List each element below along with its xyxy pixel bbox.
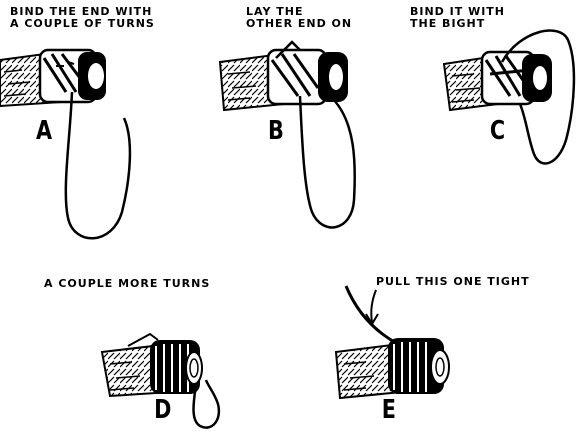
step-b-figure — [220, 42, 355, 227]
step-b-twine — [300, 96, 355, 227]
step-b-whipping — [268, 50, 348, 104]
step-d-whipping — [150, 340, 202, 394]
step-e-whipping — [388, 338, 449, 394]
step-a-figure — [0, 50, 130, 238]
step-a-twine — [66, 92, 130, 238]
step-d-figure — [102, 334, 219, 428]
step-c-whipping — [482, 52, 552, 104]
step-e-figure — [336, 286, 449, 398]
step-c-figure — [444, 31, 574, 164]
